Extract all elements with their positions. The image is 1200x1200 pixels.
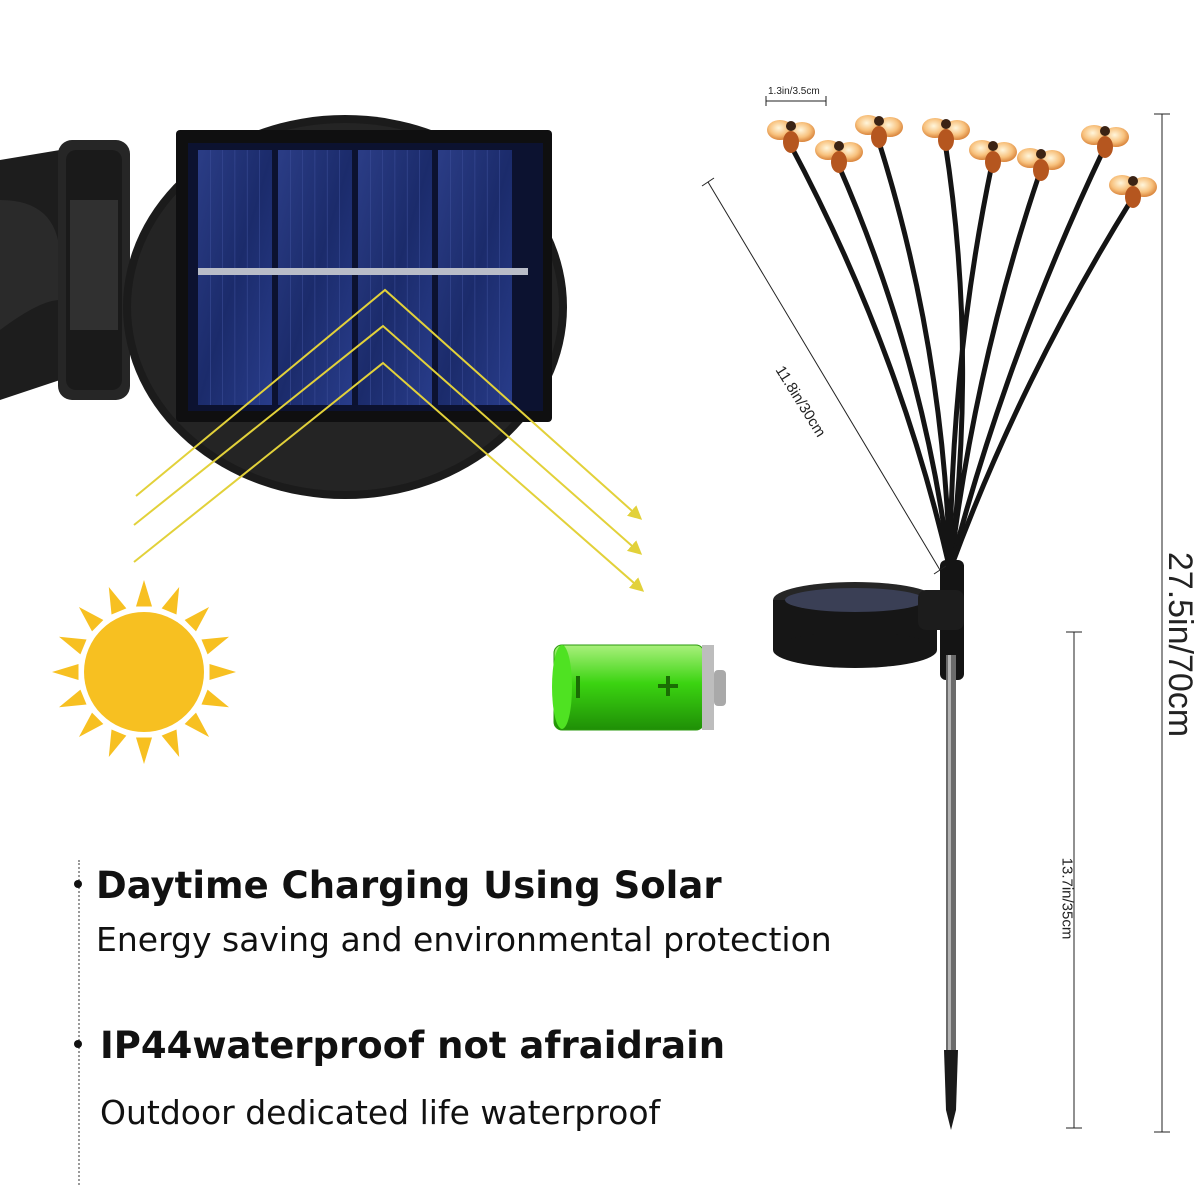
sun-ray (52, 663, 79, 681)
dimension-head-width: 1.3in/3.5cm (768, 86, 820, 97)
dimension-total-height: 27.5in/70cm (1161, 551, 1200, 738)
sun-ray (201, 636, 229, 655)
firefly-stake-light-icon (767, 115, 1157, 1130)
firefly-body (1097, 136, 1113, 158)
branch-stem (835, 161, 953, 573)
branch-stem (947, 146, 1107, 573)
bullet-1 (74, 880, 82, 888)
sun-ray (108, 729, 127, 757)
firefly-body (831, 151, 847, 173)
sun-icon (52, 580, 236, 764)
dimension-stake-length: 13.7in/35cm (1058, 857, 1076, 940)
sun-ray (78, 606, 104, 632)
firefly-body (783, 131, 799, 153)
feature-title-1: Daytime Charging Using Solar (96, 864, 722, 907)
firefly-body (985, 151, 1001, 173)
feature-title-2: IP44waterproof not afraidrain (100, 1024, 726, 1067)
sun-rays-arrows (133, 288, 645, 592)
firefly-body (938, 129, 954, 151)
divider-dotted (78, 860, 80, 1185)
sun-ray (161, 587, 180, 615)
battery-icon (552, 644, 726, 731)
sun-ray (78, 712, 104, 738)
sun-ray (108, 587, 127, 615)
branch-stem (787, 141, 953, 573)
branch-stem (947, 161, 995, 573)
branch-stem (875, 136, 953, 573)
sun-ray (184, 606, 210, 632)
firefly-body (871, 126, 887, 148)
firefly-body (1125, 186, 1141, 208)
dimension-lines (701, 96, 1170, 1133)
sun-ray (184, 712, 210, 738)
solar-panel-icon (123, 115, 567, 499)
branch-stem (947, 196, 1135, 573)
hinge-bracket (0, 140, 130, 400)
sun-ray (135, 737, 153, 764)
sun-ray (201, 689, 229, 708)
sun-ray (209, 663, 236, 681)
bullet-2 (74, 1040, 82, 1048)
sun-ray (59, 636, 87, 655)
feature-desc-1: Energy saving and environmental protecti… (96, 920, 832, 959)
firefly-body (1033, 159, 1049, 181)
sun-ray (135, 580, 153, 607)
feature-desc-2: Outdoor dedicated life waterproof (100, 1093, 661, 1132)
sun-ray (59, 689, 87, 708)
branch-stem (947, 169, 1043, 573)
sun-ray (161, 729, 180, 757)
